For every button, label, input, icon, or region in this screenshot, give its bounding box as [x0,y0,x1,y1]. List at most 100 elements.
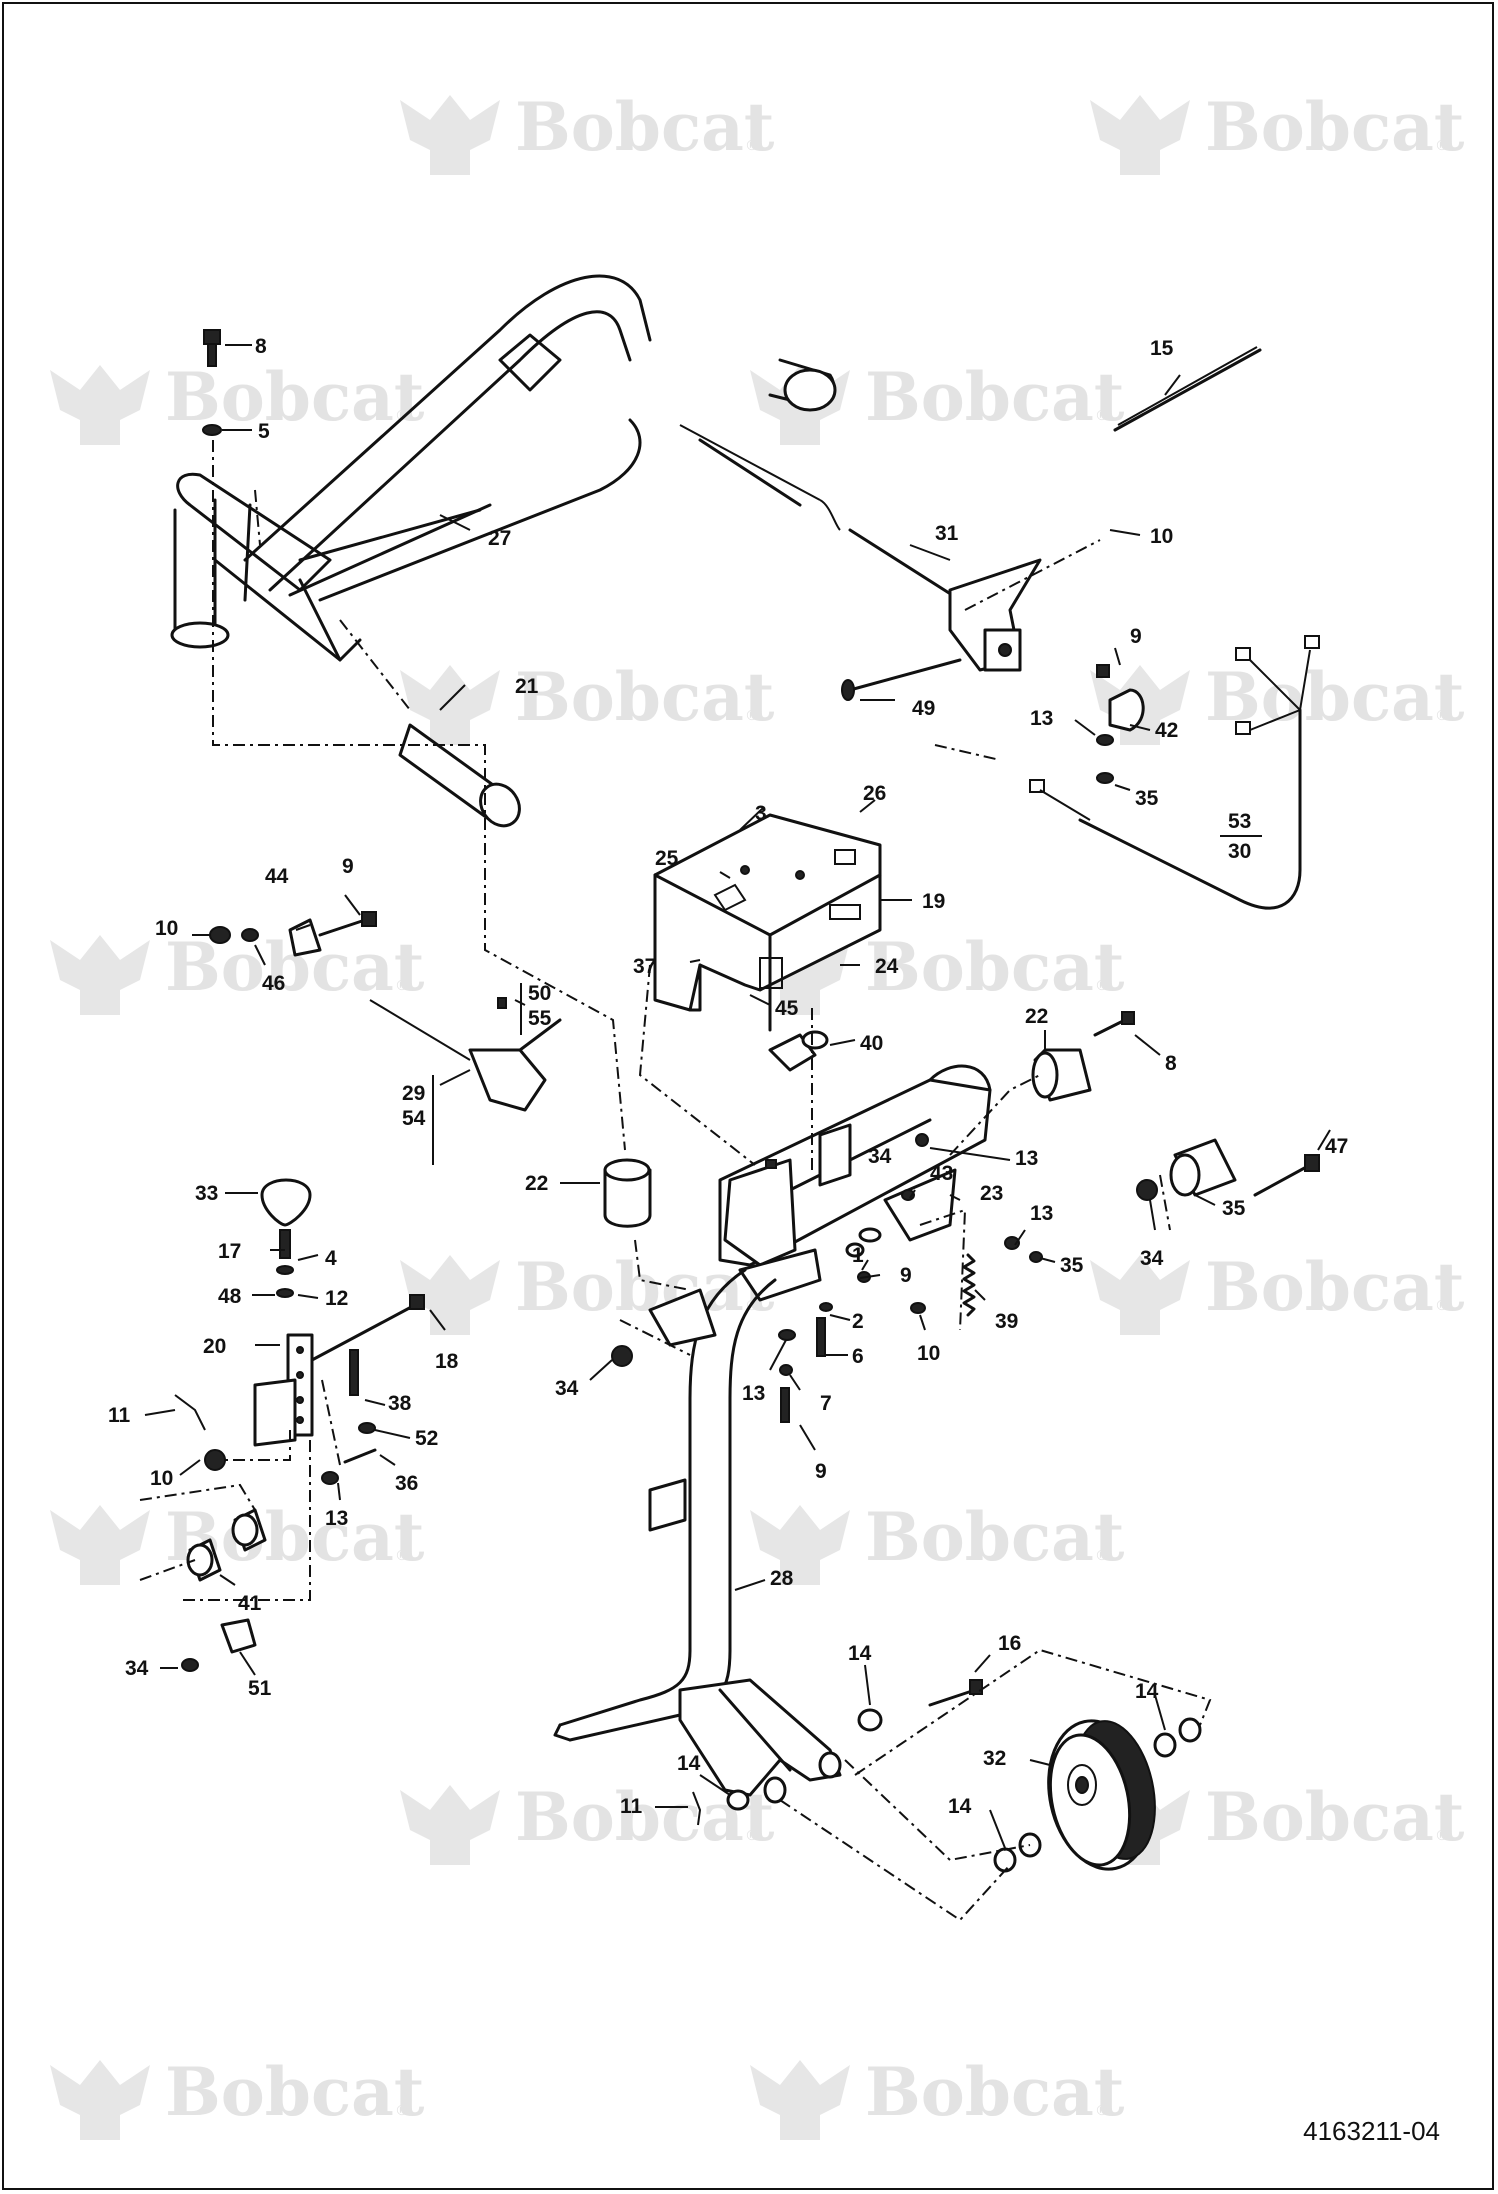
callout-10-center: 10 [917,1342,940,1365]
callout-35-center: 35 [1060,1254,1084,1277]
callout-20: 20 [203,1335,226,1358]
callout-45: 45 [775,997,799,1020]
callout-10-lower-left: 10 [150,1467,173,1490]
small-fasteners [611,1133,1043,1423]
watermark-layer: Bobcat®Bobcat®Bobcat®Bobcat®Bobcat®Bobca… [50,88,1465,2140]
callout-38: 38 [388,1392,412,1415]
throttle-cable [679,424,1042,672]
callout-18: 18 [435,1350,459,1373]
callout-16: 16 [998,1632,1021,1655]
alignment-lines [139,440,1212,1922]
wheel-32 [1047,1719,1156,1871]
svg-text:Bobcat: Bobcat [865,358,1125,436]
callout-leaders [144,344,1331,1849]
svg-text:®: ® [395,1548,409,1564]
svg-text:®: ® [1435,708,1449,724]
callout-28: 28 [770,1567,794,1590]
svg-text:Bobcat: Bobcat [865,2053,1125,2131]
handle-grip [398,723,521,828]
callout-33: 33 [195,1182,218,1205]
svg-text:®: ® [745,708,759,724]
callout-labels: 8 5 15 27 31 10 21 49 9 13 42 35 53 30 3… [108,335,1348,1818]
callout-5: 5 [258,420,270,443]
svg-text:Bobcat: Bobcat [1205,88,1465,166]
throttle-lever [369,997,562,1112]
callout-40: 40 [860,1032,883,1055]
svg-text:®: ® [1435,1828,1449,1844]
callout-11-bottom: 11 [620,1795,643,1818]
callout-27: 27 [488,527,511,550]
callout-8-top: 8 [255,335,267,358]
mount-22-center [603,1158,652,1228]
svg-text:®: ® [395,2103,409,2119]
svg-text:Bobcat: Bobcat [165,2053,425,2131]
nut-34-right [1136,1179,1158,1201]
svg-text:Bobcat: Bobcat [865,1498,1125,1576]
bobcat-watermark: Bobcat® [750,2053,1125,2140]
callout-12: 12 [325,1287,348,1310]
callout-14-lower: 14 [677,1752,701,1775]
callout-47: 47 [1325,1135,1348,1158]
callout-11-left: 11 [108,1404,131,1427]
callout-50: 50 [528,982,551,1005]
bolt-47 [1253,1154,1320,1197]
callout-49: 49 [912,697,935,720]
bobcat-watermark: Bobcat® [400,88,775,175]
bobcat-watermark: Bobcat® [50,928,425,1015]
svg-text:Bobcat: Bobcat [165,358,425,436]
callout-10-left: 10 [155,917,178,940]
callout-7: 7 [820,1392,832,1415]
clamp-42 [1096,664,1145,784]
callout-6: 6 [852,1345,864,1368]
callout-14-right: 14 [1135,1680,1159,1703]
callout-23: 23 [980,1182,1003,1205]
callout-35-clamp: 35 [1135,787,1159,810]
callout-15: 15 [1150,337,1174,360]
callout-36: 36 [395,1472,418,1495]
callout-53: 53 [1228,810,1251,833]
callout-35-right: 35 [1222,1197,1246,1220]
callout-13-center: 13 [1015,1147,1038,1170]
bolt-49 [841,658,962,701]
callout-30: 30 [1228,840,1251,863]
callout-34-bottom-left: 34 [125,1657,149,1680]
bolt-8-right [1093,1011,1135,1037]
bobcat-watermark: Bobcat® [50,2053,425,2140]
svg-text:Bobcat: Bobcat [515,658,775,736]
callout-24: 24 [875,955,899,978]
callout-9-center: 9 [900,1264,912,1287]
axle-bolt-16 [928,1679,983,1707]
bobcat-watermark: Bobcat® [400,1778,775,1865]
spring-39 [962,1253,976,1317]
callout-42: 42 [1155,719,1178,742]
svg-text:Bobcat: Bobcat [1205,1248,1465,1326]
mount-22-right [1031,1048,1092,1102]
document-number: 4163211-04 [1303,2116,1440,2146]
callout-9-clamp: 9 [1130,625,1142,648]
callout-9-left: 9 [342,855,354,878]
bobcat-watermark: Bobcat® [50,358,425,445]
wire-harness [1029,635,1320,910]
svg-text:Bobcat: Bobcat [515,88,775,166]
bolt-8-top [202,329,222,436]
callout-48: 48 [218,1285,242,1308]
svg-text:®: ® [1435,1298,1449,1314]
handle-assembly [170,274,837,662]
callout-29: 29 [402,1082,425,1105]
callout-14-upper: 14 [848,1642,872,1665]
bobcat-watermark: Bobcat® [750,1498,1125,1585]
callout-51: 51 [248,1677,272,1700]
cotter-pin-11-bottom [692,1791,702,1826]
svg-text:Bobcat: Bobcat [1205,658,1465,736]
callout-13-right: 13 [1030,1202,1053,1225]
callout-43: 43 [930,1162,953,1185]
bobcat-watermark: Bobcat® [400,658,775,745]
callout-13-left: 13 [325,1507,348,1530]
svg-text:Bobcat: Bobcat [1205,1778,1465,1856]
callout-39: 39 [995,1310,1018,1333]
bobcat-watermark: Bobcat® [1090,658,1465,745]
bobcat-watermark: Bobcat® [1090,1248,1465,1335]
svg-text:®: ® [745,1828,759,1844]
svg-text:®: ® [395,978,409,994]
callout-37: 37 [633,955,656,978]
